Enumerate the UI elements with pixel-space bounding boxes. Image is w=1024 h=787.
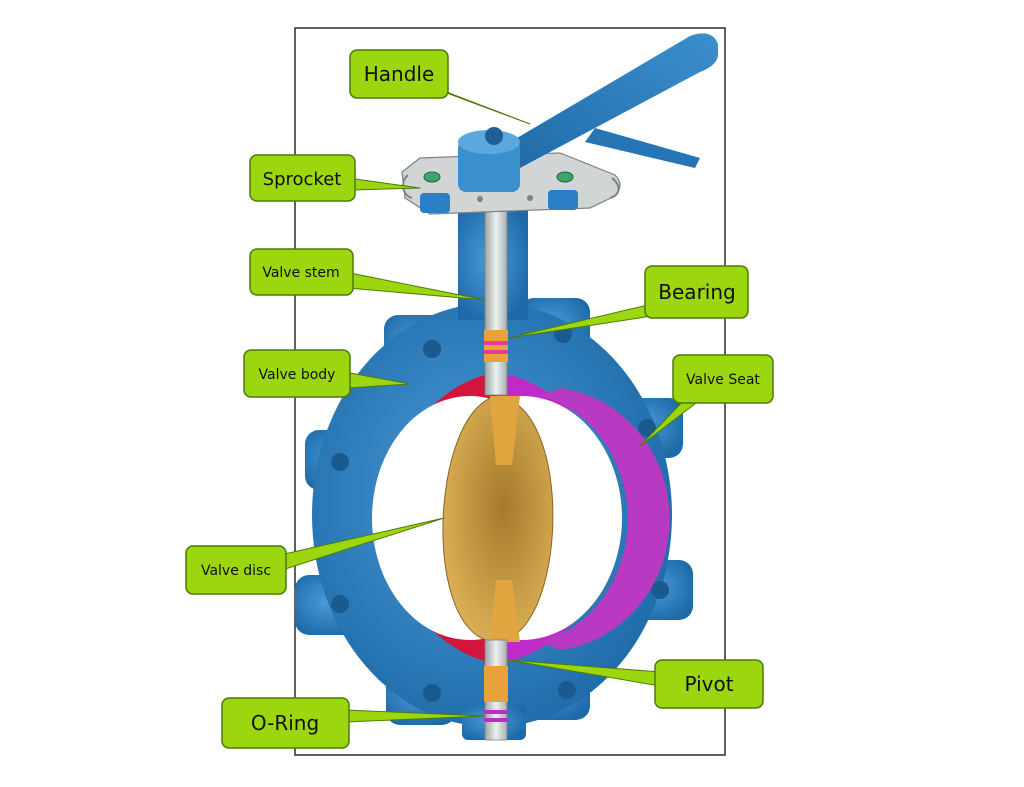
label-handle-text: Handle (364, 62, 435, 86)
label-valve-stem: Valve stem (249, 248, 486, 301)
label-o-ring-text: O-Ring (251, 711, 319, 735)
label-valve-stem-text: Valve stem (262, 265, 339, 281)
label-valve-seat-text: Valve Seat (686, 372, 760, 388)
label-bearing-text: Bearing (658, 280, 735, 304)
label-valve-body: Valve body (243, 349, 411, 398)
label-bearing: Bearing (507, 265, 749, 339)
label-sprocket-text: Sprocket (263, 169, 342, 190)
label-sprocket: Sprocket (249, 154, 421, 202)
label-pivot: Pivot (507, 659, 764, 709)
label-valve-body-text: Valve body (259, 367, 336, 383)
handle (458, 33, 718, 192)
label-valve-seat: Valve Seat (639, 354, 774, 447)
label-valve-disc-text: Valve disc (201, 563, 271, 579)
label-valve-disc: Valve disc (185, 517, 445, 595)
label-pivot-text: Pivot (684, 672, 733, 696)
valve-stem-assembly (484, 194, 508, 741)
label-o-ring: O-Ring (221, 697, 485, 749)
label-handle: Handle (349, 49, 531, 125)
